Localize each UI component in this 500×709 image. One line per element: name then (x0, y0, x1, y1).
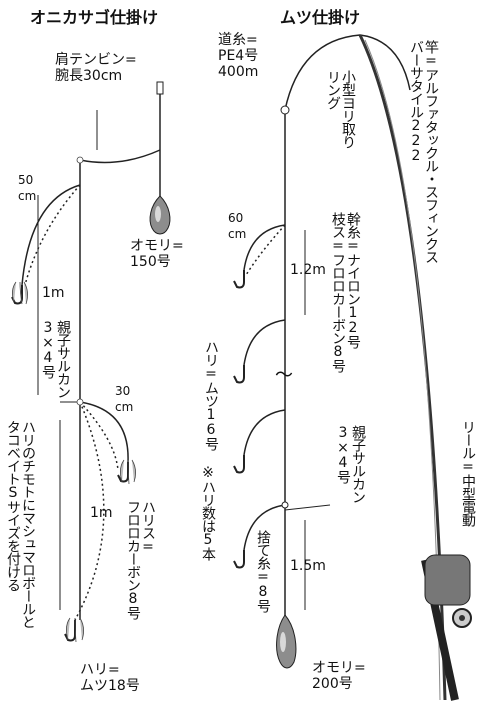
octopus-lure-icon (12, 281, 28, 305)
hook-icon (233, 365, 245, 384)
tenbin-arm (79, 149, 161, 164)
hook-icon (233, 455, 245, 474)
ring-label: 小型ヨリ取り リング (325, 70, 356, 148)
left-length-1m-a: 1m (42, 285, 65, 301)
hook-icon (233, 270, 245, 289)
right-swivel-label: 親子サルカン 3×4号 (335, 425, 366, 503)
hook-icon (64, 620, 76, 642)
bottom-length-label: 1.5m (290, 558, 326, 574)
ring-icon (280, 105, 290, 115)
octopus-lure-icon (66, 617, 84, 643)
right-spacing-label: 1.2m (290, 262, 326, 278)
hook-icon (233, 550, 245, 569)
left-harisu-label: ハリス= フロロカーボン8号 (125, 500, 156, 619)
mikiito-label: 幹糸=ナイロン12号 枝ス=フロロカーボン8号 (330, 212, 361, 372)
left-dropper-length: 50 cm (18, 173, 37, 203)
right-sinker-label: オモリ= 200号 (312, 660, 366, 692)
swivel-icon (281, 501, 289, 509)
left-length-1m-b: 1m (90, 505, 113, 521)
wave-mark: 〜 (275, 365, 293, 386)
left-dropper-mid-dotted (79, 401, 119, 471)
left-dropper-low-dotted (74, 401, 105, 621)
right-rig-title: ムツ仕掛け (280, 8, 361, 27)
bead-icon (76, 156, 84, 164)
mainline (284, 34, 411, 111)
left-hooks (11, 285, 129, 642)
reel-icon (424, 554, 472, 628)
left-swivel-label: 親子サルカン 3×4号 (40, 320, 71, 398)
mainline-label: 道糸= PE4号 400m (218, 32, 259, 80)
hook-icon (117, 462, 129, 483)
left-note: ハリのチモトにマシュマロボールと タコベイトSサイズを付ける (5, 420, 36, 628)
left-rig-lines (21, 90, 161, 621)
left-sinker (149, 81, 171, 235)
right-dropper-length: 60 cm (228, 211, 247, 241)
right-hook-label: ハリ=ムツ16号 (203, 340, 219, 450)
left-dropper-top (21, 184, 81, 286)
octopus-lure-icon (120, 459, 136, 485)
tenbin-label: 肩テンビン= 腕長30cm (55, 52, 137, 84)
left-rig-title: オニカサゴ仕掛け (30, 8, 159, 27)
left-lures (12, 156, 136, 643)
right-fittings (280, 105, 290, 509)
hook-icon (11, 285, 23, 305)
hook-count-note: ※ハリ数は5本 (200, 465, 216, 560)
left-dropper-length-2: 30 cm (115, 384, 134, 414)
left-hook-label: ハリ= ムツ18号 (80, 662, 140, 694)
left-dropper-mid (79, 401, 129, 463)
rod-label: 竿=アルファタックル・スフィンクス バーサタイル222 (408, 40, 439, 263)
right-hooks (233, 270, 245, 569)
sute-ito-label: 捨て糸=8号 (255, 530, 271, 612)
right-rig-lines (243, 34, 411, 620)
sinker-icon (276, 614, 297, 669)
left-sinker-label: オモリ= 150号 (130, 238, 184, 270)
reel-label: リール=中型電動 (460, 420, 476, 526)
swivel-icon (76, 398, 84, 406)
